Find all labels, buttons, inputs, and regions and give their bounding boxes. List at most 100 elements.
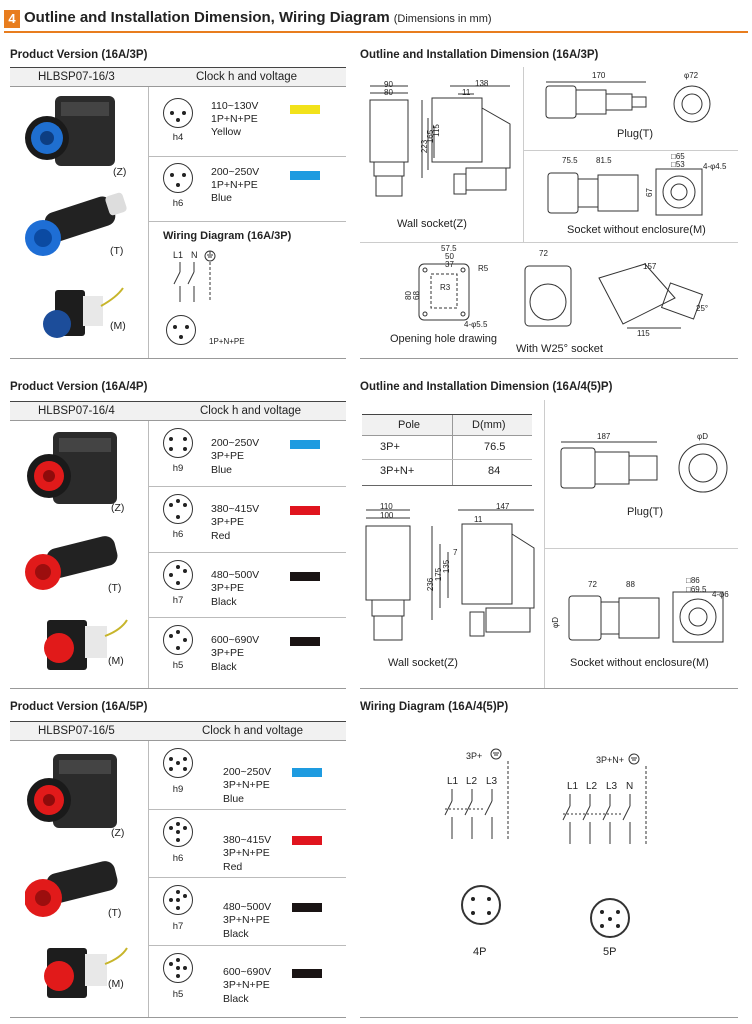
- header-rule: [4, 31, 748, 33]
- plug-drawing: [545, 81, 711, 123]
- caption: With W25° socket: [516, 343, 603, 355]
- pole-cell: 3P+: [380, 441, 400, 453]
- table-header-5p: HLBSP07-16/5 Clock h and voltage: [10, 721, 346, 741]
- dim-label: φD: [550, 617, 560, 628]
- pole-table: Pole D(mm) 3P+ 76.5 3P+N+ 84: [362, 414, 532, 486]
- config-text: 3P+PE: [211, 582, 244, 594]
- dim-label: 157: [643, 262, 657, 271]
- table-header-4p: HLBSP07-16/4 Clock h and voltage: [10, 401, 346, 421]
- wiring-label: L1: [447, 776, 459, 787]
- dim-label: 68: [411, 291, 421, 300]
- dim-label: R3: [440, 283, 451, 292]
- variant-label: (M): [110, 320, 126, 332]
- color-swatch: [290, 637, 320, 646]
- section-title-4p: Product Version (16A/4P): [10, 381, 148, 393]
- dim-label: 11: [462, 88, 471, 97]
- plug-image: [25, 192, 127, 256]
- product-images-4p: [25, 432, 128, 670]
- clock-label: h6: [172, 853, 184, 864]
- wall-socket-drawing: [369, 85, 511, 197]
- section-title-5p: Product Version (16A/5P): [10, 701, 148, 713]
- color-swatch: [292, 903, 322, 912]
- pole-cell: 3P+N+: [380, 465, 415, 477]
- socket-without-enclosure-drawing: [568, 591, 724, 643]
- pole-table-header: [362, 415, 532, 436]
- dim-label: 50: [445, 252, 454, 261]
- divider: [523, 67, 524, 242]
- model-label: HLBSP07-16/5: [38, 725, 115, 737]
- color-name-text: Black: [223, 993, 249, 1005]
- dim-label: 4-φ4.5: [703, 162, 727, 171]
- variant-label: (Z): [111, 502, 125, 514]
- socket-face-icon: [163, 625, 193, 655]
- w25-socket-drawing: [524, 263, 704, 329]
- config-text: 3P+N+PE: [223, 779, 270, 791]
- caption: Socket without enclosure(M): [567, 224, 706, 236]
- panel-socket-image: [44, 947, 128, 998]
- wiring-label: L2: [466, 776, 478, 787]
- voltage-text: 380~415V: [223, 834, 272, 846]
- clock-label: h9: [172, 784, 184, 795]
- plug-drawing: [560, 441, 728, 493]
- divider: [360, 358, 738, 359]
- dim-label: □86: [686, 576, 700, 585]
- dim-label: 4-φ6: [712, 590, 729, 599]
- color-name-text: Black: [211, 596, 237, 608]
- panel-socket-image: [43, 287, 124, 338]
- color-swatch: [292, 768, 322, 777]
- clock-col-label: Clock h and voltage: [200, 405, 302, 417]
- wiring-label: L1: [567, 781, 579, 792]
- section-title-dim45p: Outline and Installation Dimension (16A/…: [360, 381, 613, 393]
- color-swatch: [290, 171, 320, 180]
- dim-label: 147: [496, 502, 510, 511]
- divider: [360, 242, 738, 243]
- voltage-text: 380~415V: [211, 503, 260, 515]
- wiring-diagram-3p: [173, 250, 216, 302]
- color-name-text: Yellow: [211, 126, 241, 138]
- socket-face-icon: [590, 898, 630, 938]
- color-swatch: [290, 572, 320, 581]
- dim-label: 115: [637, 329, 650, 338]
- voltage-text: 600~690V: [223, 966, 272, 978]
- product-images-5p: [25, 754, 128, 998]
- socket-face-icon: [461, 885, 501, 925]
- config-text: 3P+PE: [211, 516, 244, 528]
- clock-label: h4: [172, 132, 184, 143]
- dim-label: □65: [671, 152, 685, 161]
- divider: [10, 358, 346, 359]
- divider: [10, 688, 346, 689]
- clock-label: h5: [172, 660, 184, 671]
- caption: 5P: [603, 946, 617, 958]
- wiring-label: N: [191, 250, 198, 260]
- clock-label: h9: [172, 463, 184, 474]
- socket-face-icon: [166, 315, 196, 345]
- config-text: 3P+N+PE: [223, 914, 270, 926]
- socket-face-icon: [163, 163, 193, 193]
- divider: [148, 877, 346, 878]
- plug-image: [25, 536, 118, 590]
- d-cell: 84: [488, 465, 501, 477]
- dim-label: 115: [431, 124, 441, 137]
- color-name-text: Black: [211, 661, 237, 673]
- divider: [148, 945, 346, 946]
- divider: [360, 1017, 738, 1018]
- dim-label: 72: [539, 249, 548, 258]
- caption: Opening hole drawing: [390, 333, 498, 345]
- section-number: 4: [4, 10, 20, 28]
- socket-face-icon: [163, 885, 193, 915]
- color-name-text: Black: [223, 928, 249, 940]
- dim-label: 100: [380, 511, 394, 520]
- socket-face-icon: [163, 748, 193, 778]
- clock-col-label: Clock h and voltage: [196, 71, 298, 83]
- voltage-text: 480~500V: [223, 901, 272, 913]
- variant-label: (Z): [111, 827, 125, 839]
- wiring-diagram-4p: [444, 748, 509, 839]
- divider: [148, 486, 346, 487]
- divider: [523, 150, 738, 151]
- dim-label: 88: [626, 580, 635, 589]
- dim-label: φ72: [684, 71, 699, 80]
- wiring-diagram-5p: [562, 753, 647, 844]
- variant-label: (M): [108, 655, 124, 667]
- product-images-3p: [25, 96, 127, 338]
- caption: 4P: [473, 946, 487, 958]
